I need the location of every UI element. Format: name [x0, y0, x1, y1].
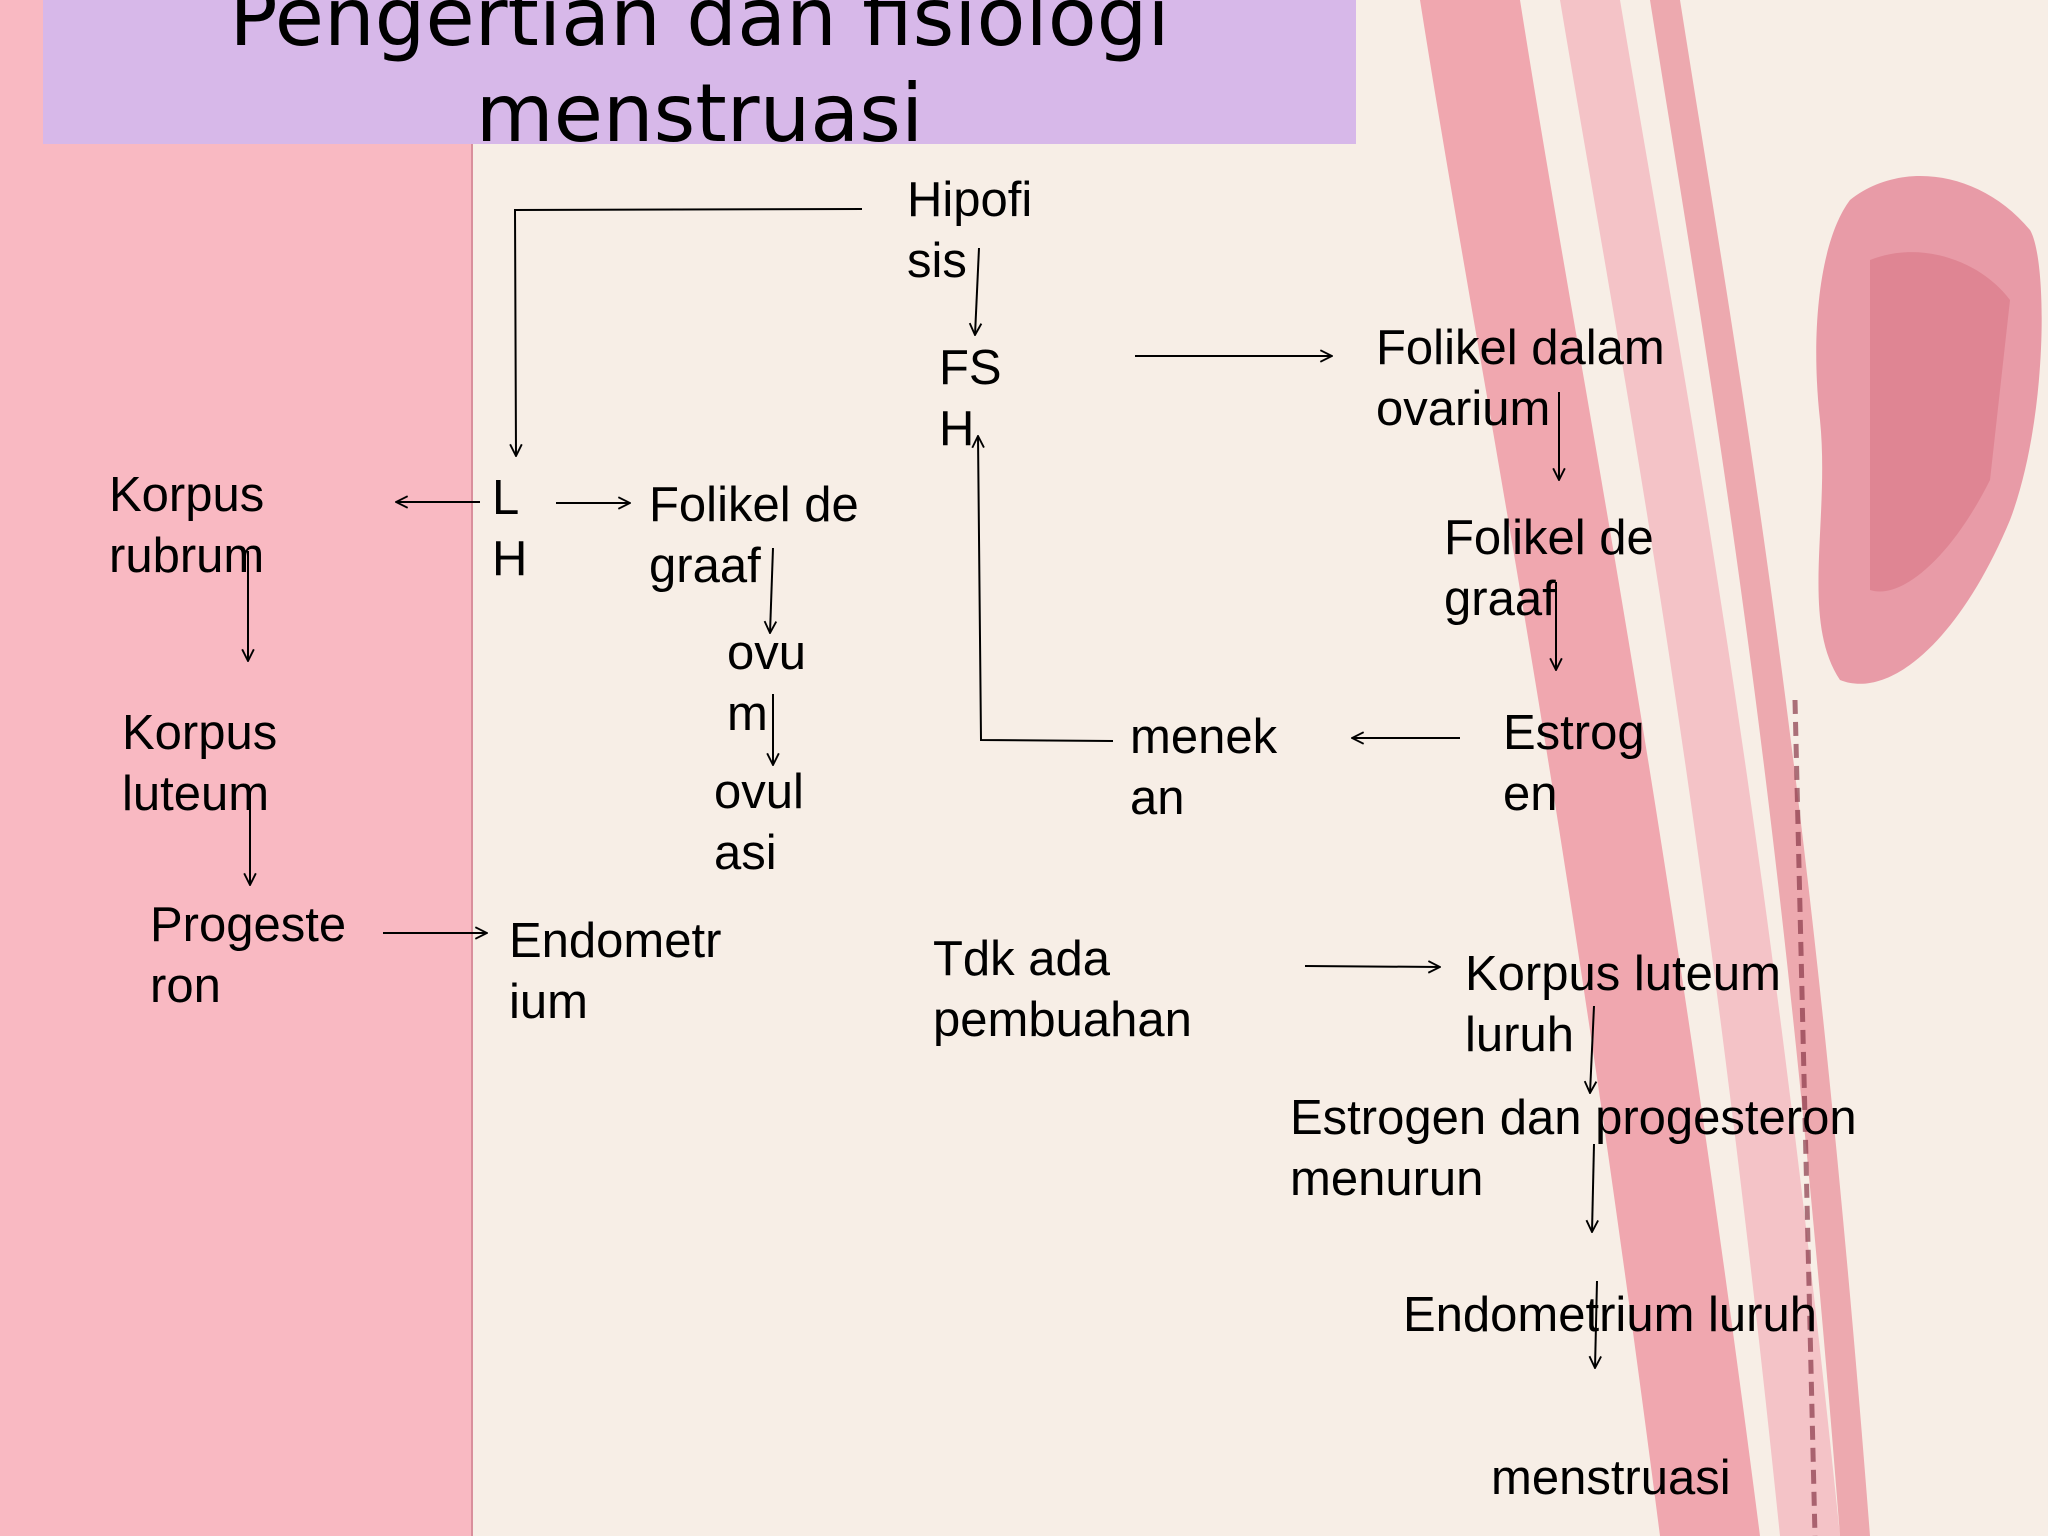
title-bar [43, 0, 1356, 144]
node-fsh: FS H [939, 341, 1002, 456]
arrow-korpus-luruh-to-menurun [1590, 1005, 1594, 1093]
arrow-menekan-to-fsh [978, 436, 1114, 742]
node-folikel-de-graaf-right: Folikel de graaf [1444, 511, 1654, 626]
arrow-endometrium-luruh-to-menstruasi [1595, 1280, 1597, 1368]
node-estrogen-progesteron-menurun: Estrogen dan progesteron menurun [1290, 1091, 1857, 1206]
node-progesteron: Progeste ron [150, 898, 347, 1013]
node-korpus-luteum: Korpus luteum [122, 706, 278, 821]
arrow-hipofisis-to-lh [515, 208, 863, 456]
node-ovum: ovu m [727, 626, 807, 741]
node-tdk-ada-pembuahan: Tdk ada pembuahan [933, 932, 1192, 1047]
node-hipofisis: Hipofi sis [907, 173, 1033, 288]
node-korpus-luteum-luruh: Korpus luteum luruh [1465, 947, 1781, 1062]
node-endometrium: Endometr ium [509, 914, 722, 1029]
node-korpus-rubrum: Korpus rubrum [109, 468, 265, 583]
arrow-graaf-to-ovum [770, 547, 773, 633]
node-estrogen: Estrog en [1503, 706, 1645, 821]
node-menstruasi: menstruasi [1491, 1451, 1731, 1505]
node-folikel-de-graaf-left: Folikel de graaf [649, 478, 859, 593]
arrow-pembuahan-to-korpus-luruh [1304, 966, 1440, 967]
node-lh: L H [492, 471, 528, 586]
page-title: Pengertian dan fisiologi menstruasi [229, 0, 1170, 160]
arrow-menurun-to-endometrium-luruh [1592, 1143, 1594, 1232]
node-menekan: menek an [1130, 710, 1278, 825]
node-folikel-dalam-ovarium: Folikel dalam ovarium [1376, 321, 1665, 436]
arrow-hipofisis-to-fsh [975, 247, 979, 335]
node-endometrium-luruh: Endometrium luruh [1403, 1288, 1817, 1342]
node-ovulasi: ovul asi [714, 765, 804, 880]
